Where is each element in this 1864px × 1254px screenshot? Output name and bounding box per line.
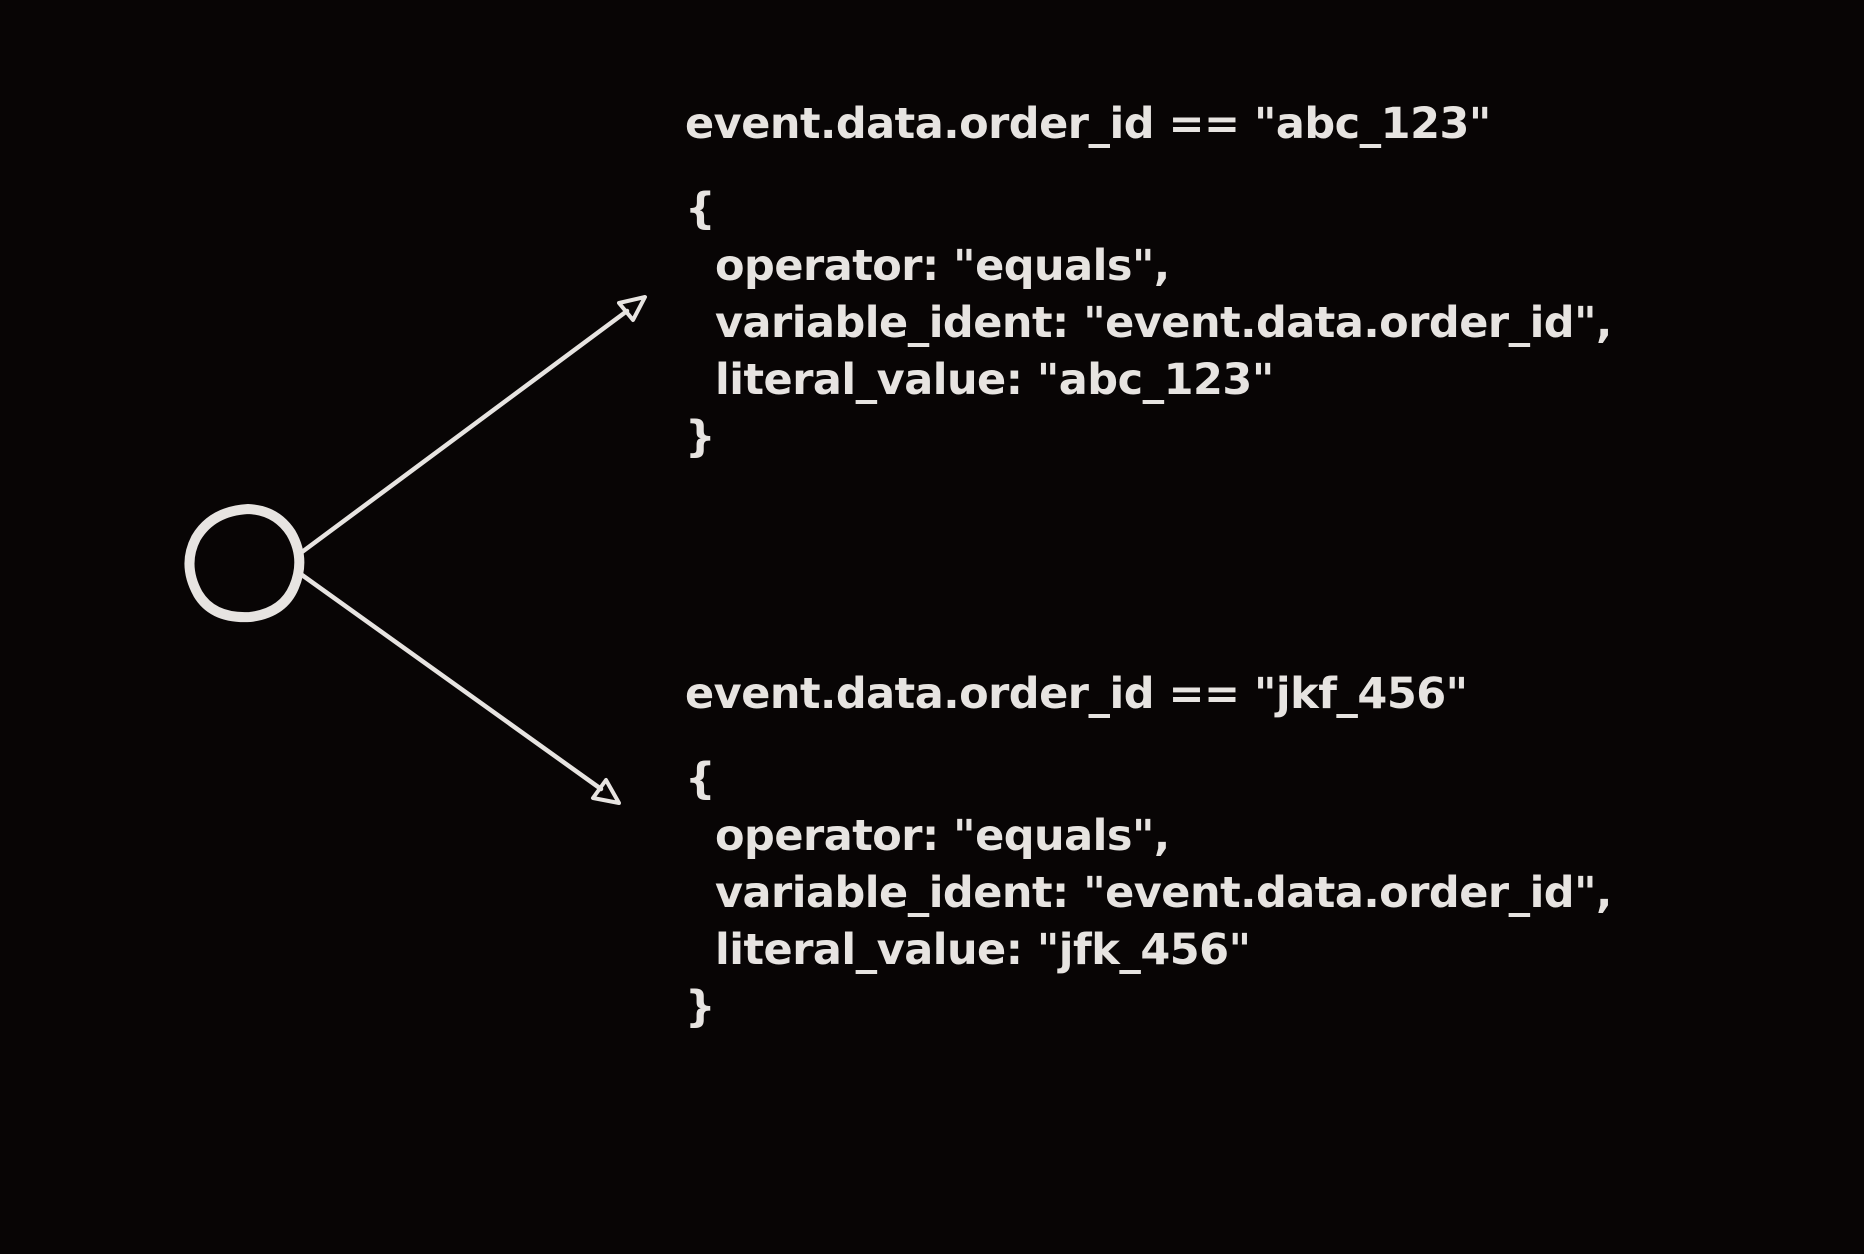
code-line: literal_value: "jfk_456": [715, 925, 1251, 975]
code-line: }: [685, 982, 716, 1032]
arrow-to-jkf-branch-icon: [299, 572, 621, 805]
arrow-to-abc-branch-icon: [299, 295, 647, 555]
code-line: variable_ident: "event.data.order_id",: [715, 868, 1612, 918]
branch-abc-123: event.data.order_id == "abc_123" { opera…: [685, 96, 1785, 466]
condition-expression: event.data.order_id == "abc_123": [685, 99, 1491, 149]
branch-jkf-456: event.data.order_id == "jkf_456" { opera…: [685, 666, 1785, 1036]
code-line: variable_ident: "event.data.order_id",: [715, 298, 1612, 348]
condition-object-code: { operator: "equals", variable_ident: "e…: [685, 751, 1785, 1036]
code-line: literal_value: "abc_123": [715, 355, 1274, 405]
code-line: }: [685, 412, 716, 462]
event-node-circle-icon: [184, 504, 305, 623]
code-line: {: [685, 754, 716, 804]
condition-object-code: { operator: "equals", variable_ident: "e…: [685, 181, 1785, 466]
condition-expression: event.data.order_id == "jkf_456": [685, 669, 1468, 719]
code-line: {: [685, 184, 716, 234]
code-line: operator: "equals",: [715, 811, 1170, 861]
code-line: operator: "equals",: [715, 241, 1170, 291]
